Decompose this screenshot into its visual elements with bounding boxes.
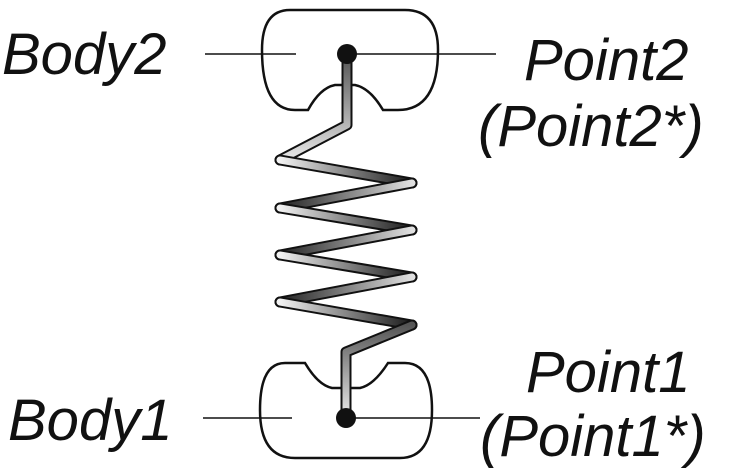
point1-alt-label: (Point1*) (480, 404, 706, 469)
body2-label: Body2 (2, 22, 166, 87)
spring (274, 50, 418, 422)
body1-label: Body1 (8, 388, 172, 453)
point1-label: Point1 (526, 340, 690, 405)
point1-dot (336, 408, 356, 428)
point2-label: Point2 (524, 28, 688, 93)
point2-alt-label: (Point2*) (478, 94, 704, 159)
point2-dot (337, 44, 357, 64)
